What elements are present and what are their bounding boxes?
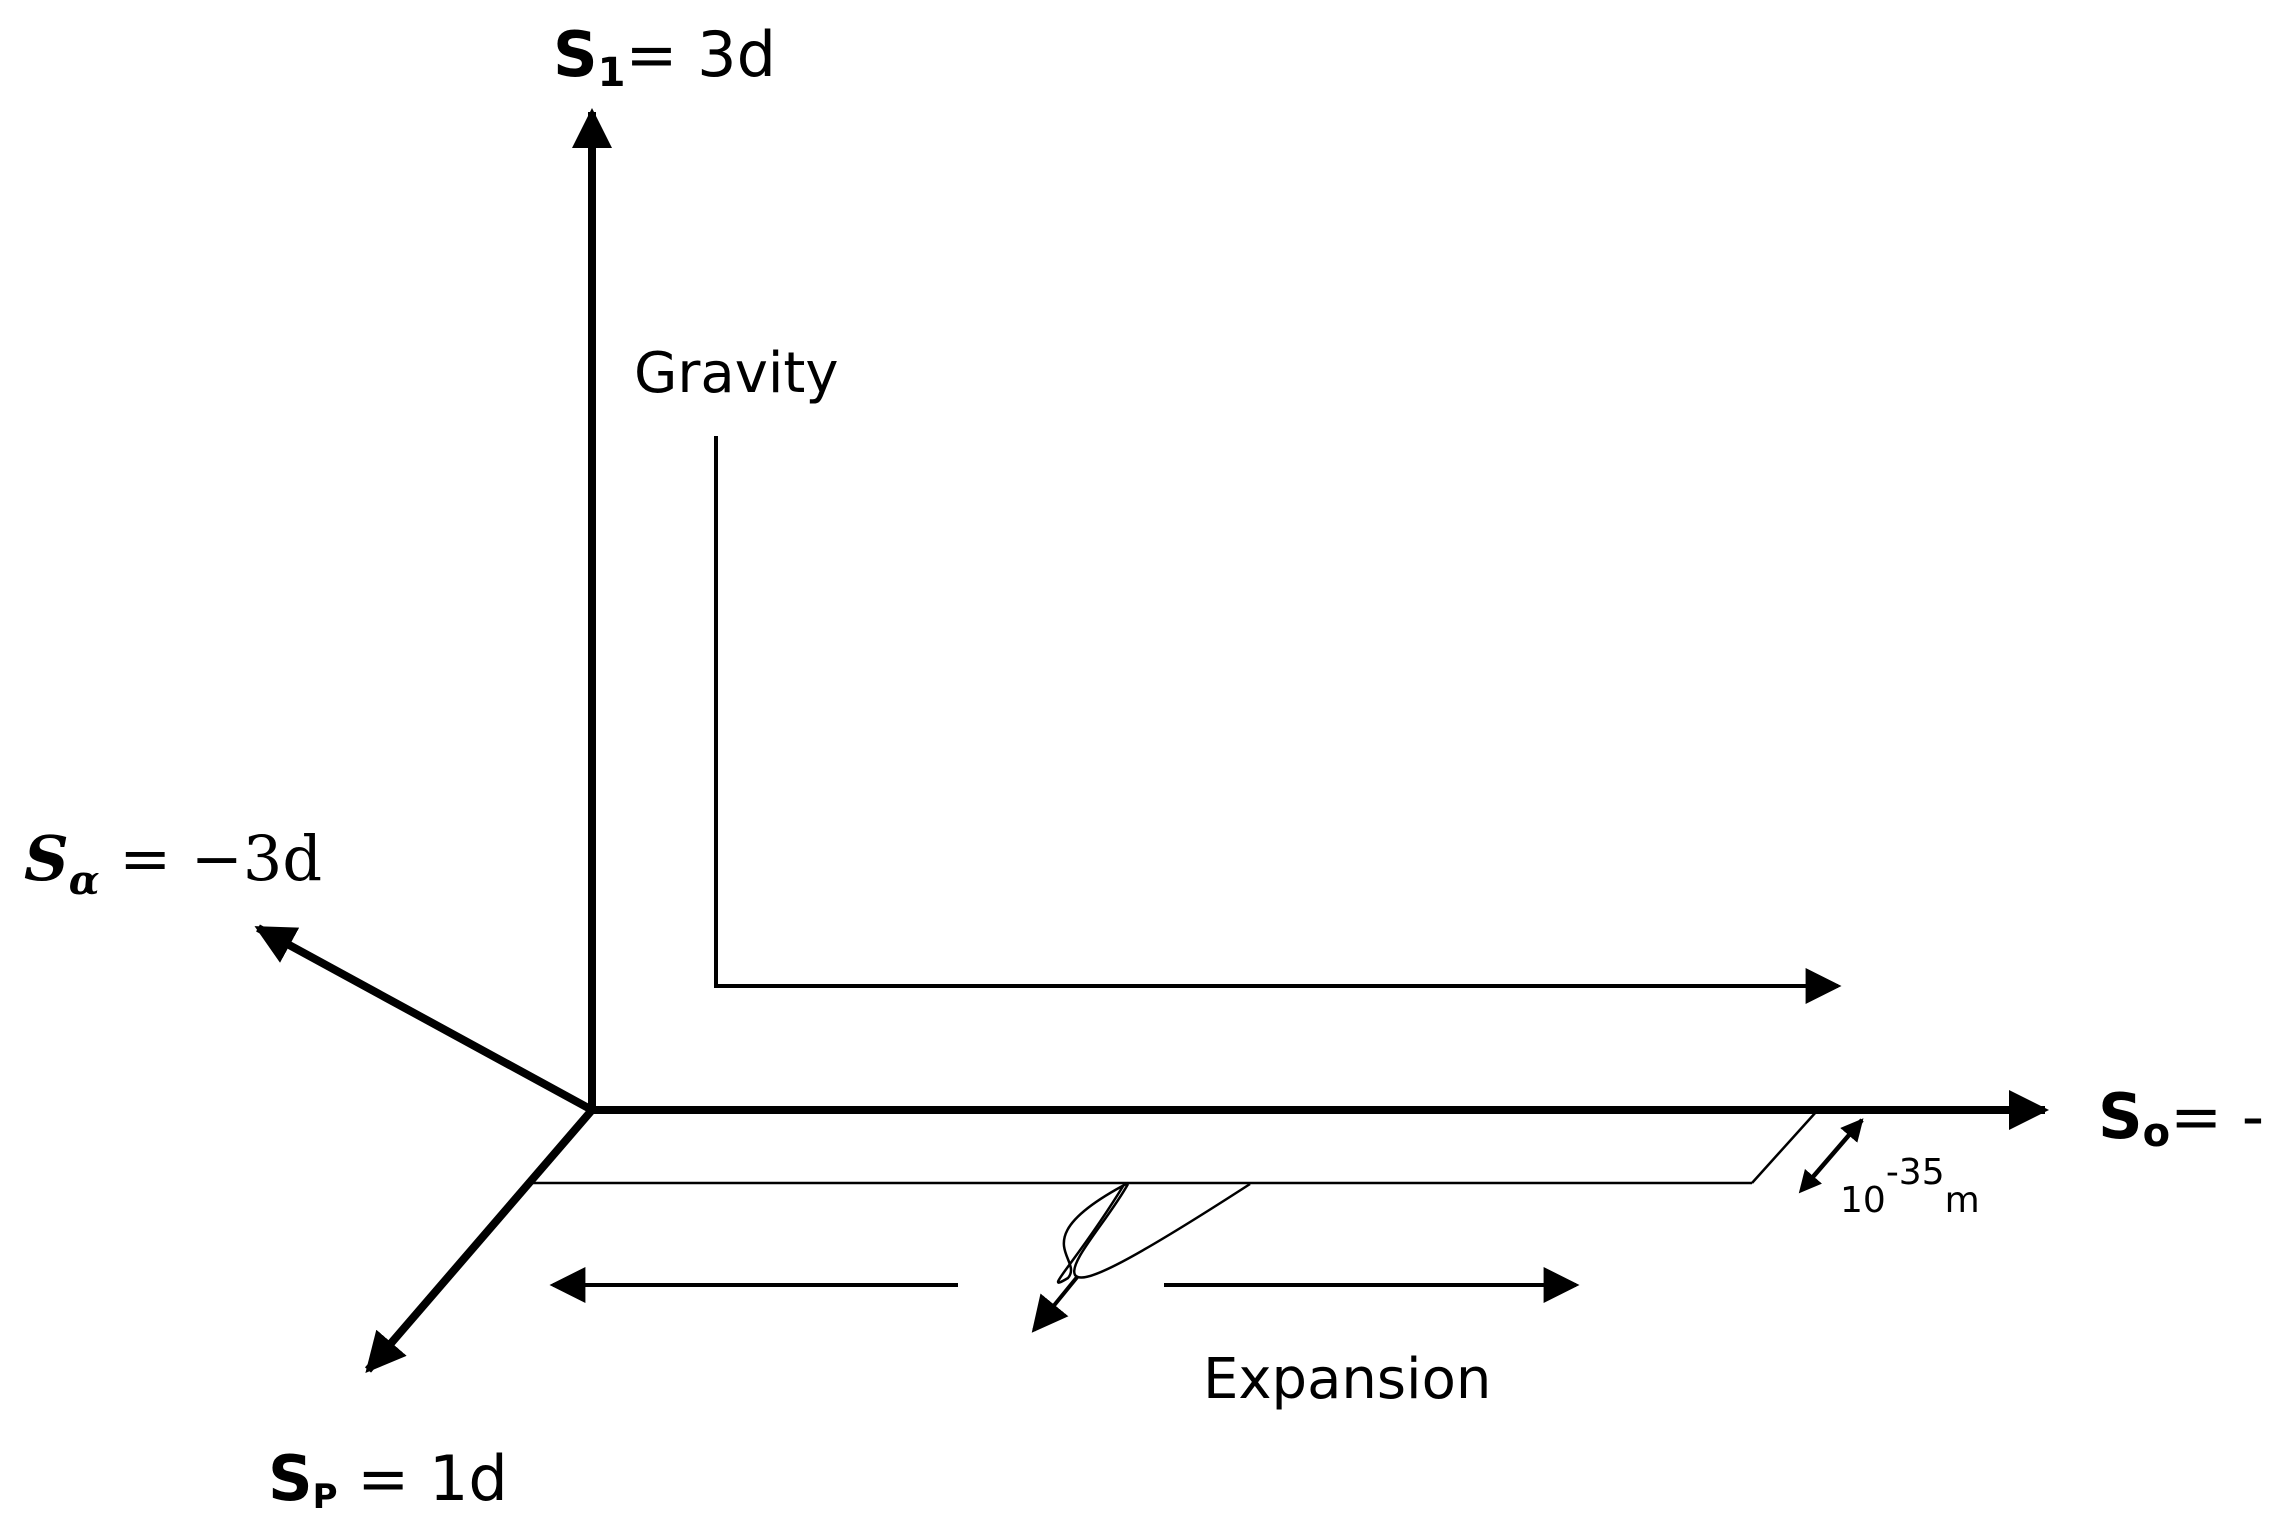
compact-plane-right-edge (1751, 1111, 1817, 1184)
scale-label: 10-35m (1840, 1152, 1980, 1221)
expansion-loop-pointer (1031, 1274, 1080, 1333)
s1-label: S1= 3d (553, 18, 776, 96)
expansion-label: Expansion (1203, 1347, 1491, 1412)
scale-double-arrow (1798, 1118, 1864, 1194)
so-label: So= - (2098, 1080, 2264, 1156)
gravity-label: Gravity (634, 341, 839, 406)
sp-label: SP = 1d (268, 1442, 508, 1517)
sp-axis-arrow (364, 1107, 596, 1374)
expansion-loop-arrow (1056, 1181, 1129, 1284)
s-alpha-axis-arrow (254, 924, 594, 1114)
s-alpha-label: Sα = −3d (24, 822, 322, 904)
gravity-path-arrow (714, 436, 1842, 1004)
